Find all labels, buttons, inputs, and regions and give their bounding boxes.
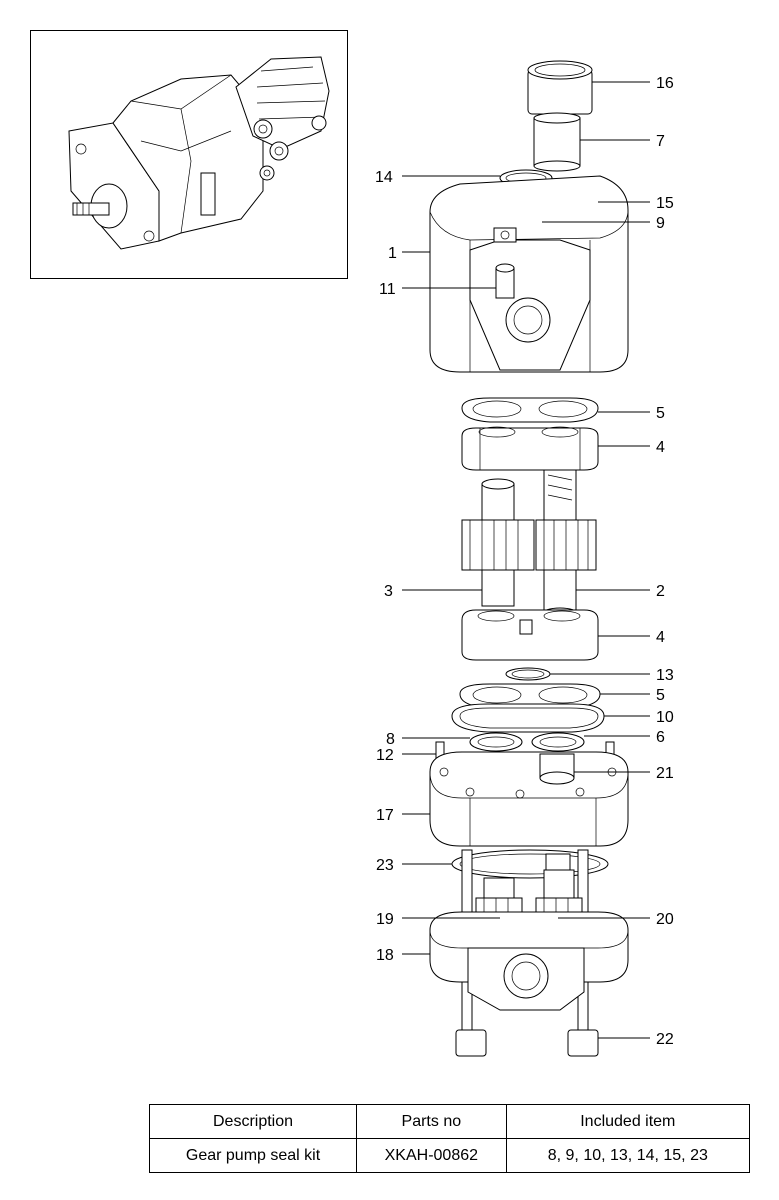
callout-12: 12 [376, 747, 394, 764]
header-parts-no: Parts no [356, 1104, 507, 1139]
header-included-item: Included item [505, 1104, 751, 1139]
callout-2: 2 [656, 583, 665, 600]
callout-5-bottom: 5 [656, 687, 665, 704]
assembled-pump-illustration [68, 56, 330, 250]
callout-5-top: 5 [656, 405, 665, 422]
seal-kit-table: Description Parts no Included item Gear … [148, 1104, 751, 1173]
table-row: Gear pump seal kit XKAH-00862 8, 9, 10, … [148, 1138, 751, 1173]
callout-11: 11 [379, 281, 396, 298]
table-header-row: Description Parts no Included item [148, 1104, 751, 1139]
part-18-rear-cover [429, 911, 629, 1011]
callout-21: 21 [656, 765, 674, 782]
callout-15: 15 [656, 195, 674, 212]
part-5-wear-plate-top [461, 397, 599, 423]
part-13-seal [505, 667, 551, 681]
callout-4-bottom: 4 [656, 629, 665, 646]
callout-13: 13 [656, 667, 674, 684]
callout-4-top: 4 [656, 439, 665, 456]
exploded-view-diagram: 16 7 14 15 9 1 11 5 4 3 2 4 13 5 10 8 6 … [375, 60, 674, 1057]
callout-20: 20 [656, 911, 674, 928]
part-10-gasket [451, 703, 605, 733]
callout-9: 9 [656, 215, 665, 232]
part-4-bushing-block-bottom [461, 609, 599, 661]
part-1-front-cover [429, 175, 629, 373]
part-2-drive-gear-shaft [535, 469, 597, 621]
part-4-bushing-block-top [461, 426, 599, 471]
part-3-driven-gear [461, 478, 535, 607]
cell-included-item: 8, 9, 10, 13, 14, 15, 23 [505, 1138, 751, 1173]
callout-3: 3 [384, 583, 393, 600]
callout-19: 19 [376, 911, 394, 928]
callout-7: 7 [656, 133, 665, 150]
callout-16: 16 [656, 75, 674, 92]
part-8-seal [469, 732, 523, 752]
leader-lines [402, 81, 650, 1039]
part-21-shaft-coupling [539, 753, 575, 785]
callout-labels: 16 7 14 15 9 1 11 5 4 3 2 4 13 5 10 8 6 … [375, 75, 674, 1048]
part-11-pin [495, 263, 515, 299]
part-6-seal [531, 732, 585, 752]
cell-description: Gear pump seal kit [148, 1138, 358, 1173]
assembled-pump-inset [30, 30, 348, 279]
part-17-intermediate-housing [429, 751, 629, 847]
part-16-bearing [527, 60, 593, 120]
cell-parts-no: XKAH-00862 [356, 1138, 507, 1173]
part-7-bushing [533, 112, 581, 172]
header-description: Description [148, 1104, 358, 1139]
callout-10: 10 [656, 709, 674, 726]
callout-1: 1 [388, 245, 397, 262]
part-22-bolts [455, 1029, 599, 1057]
callout-18: 18 [376, 947, 394, 964]
callout-6: 6 [656, 729, 665, 746]
callout-8: 8 [386, 731, 395, 748]
callout-14: 14 [375, 169, 393, 186]
callout-23: 23 [376, 857, 394, 874]
callout-17: 17 [376, 807, 394, 824]
callout-22: 22 [656, 1031, 674, 1048]
